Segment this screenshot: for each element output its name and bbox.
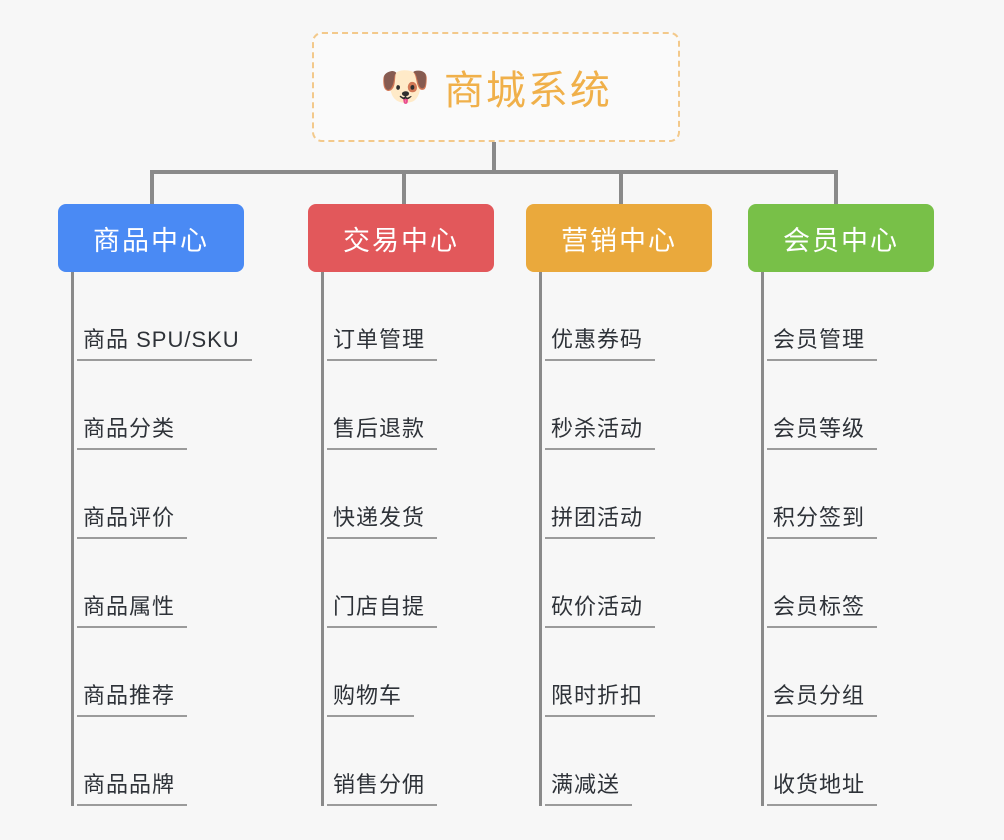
list-item[interactable]: 优惠券码: [539, 272, 712, 361]
branch-connector-trade-center: [402, 170, 406, 206]
category-label: 会员中心: [783, 225, 899, 256]
list-item-label: 售后退款: [327, 411, 438, 450]
leaf-spine: [321, 272, 324, 806]
list-item-label: 收货地址: [767, 767, 878, 806]
category-header-marketing-center[interactable]: 营销中心: [526, 204, 712, 272]
list-item-label: 商品评价: [77, 500, 188, 539]
list-item-label: 商品属性: [77, 589, 188, 628]
list-item-label: 拼团活动: [545, 500, 656, 539]
root-node[interactable]: 🐶 商城系统: [312, 32, 680, 142]
branch-connector-product-center: [150, 170, 154, 206]
list-item[interactable]: 会员标签: [761, 539, 934, 628]
list-item-label: 满减送: [545, 767, 633, 806]
list-item[interactable]: 商品 SPU/SKU: [71, 272, 252, 361]
column-trade-center: 交易中心 订单管理 售后退款 快递发货 门店自提 购物车 销售分佣: [308, 204, 494, 806]
list-item-label: 商品品牌: [77, 767, 188, 806]
list-item-label: 会员标签: [767, 589, 878, 628]
category-label: 交易中心: [343, 225, 459, 256]
list-item[interactable]: 订单管理: [321, 272, 494, 361]
list-item-label: 会员管理: [767, 322, 878, 361]
list-item-label: 商品 SPU/SKU: [77, 322, 252, 361]
list-item-label: 门店自提: [327, 589, 438, 628]
list-item[interactable]: 会员等级: [761, 361, 934, 450]
list-item[interactable]: 商品属性: [71, 539, 244, 628]
list-item-label: 订单管理: [327, 322, 438, 361]
list-item-label: 购物车: [327, 678, 415, 717]
leaf-list-member-center: 会员管理 会员等级 积分签到 会员标签 会员分组 收货地址: [748, 272, 934, 806]
leaf-list-trade-center: 订单管理 售后退款 快递发货 门店自提 购物车 销售分佣: [308, 272, 494, 806]
list-item-label: 商品推荐: [77, 678, 188, 717]
list-item[interactable]: 商品评价: [71, 450, 244, 539]
list-item-label: 快递发货: [327, 500, 438, 539]
list-item[interactable]: 商品品牌: [71, 717, 244, 806]
list-item[interactable]: 会员分组: [761, 628, 934, 717]
list-item[interactable]: 秒杀活动: [539, 361, 712, 450]
column-marketing-center: 营销中心 优惠券码 秒杀活动 拼团活动 砍价活动 限时折扣 满减送: [526, 204, 712, 806]
list-item[interactable]: 满减送: [539, 717, 712, 806]
list-item[interactable]: 会员管理: [761, 272, 934, 361]
list-item-label: 砍价活动: [545, 589, 656, 628]
root-stem-connector: [492, 142, 496, 174]
category-header-member-center[interactable]: 会员中心: [748, 204, 934, 272]
list-item[interactable]: 售后退款: [321, 361, 494, 450]
list-item[interactable]: 购物车: [321, 628, 494, 717]
list-item-label: 限时折扣: [545, 678, 656, 717]
list-item-label: 销售分佣: [327, 767, 438, 806]
leaf-spine: [539, 272, 542, 806]
horizontal-bus-connector: [150, 170, 838, 174]
leaf-spine: [761, 272, 764, 806]
list-item[interactable]: 积分签到: [761, 450, 934, 539]
list-item-label: 优惠券码: [545, 322, 656, 361]
list-item[interactable]: 拼团活动: [539, 450, 712, 539]
dog-face-icon: 🐶: [380, 65, 430, 109]
category-label: 营销中心: [561, 225, 677, 256]
branch-connector-member-center: [834, 170, 838, 206]
branch-connector-marketing-center: [619, 170, 623, 206]
list-item-label: 积分签到: [767, 500, 878, 539]
list-item[interactable]: 销售分佣: [321, 717, 494, 806]
column-member-center: 会员中心 会员管理 会员等级 积分签到 会员标签 会员分组 收货地址: [748, 204, 934, 806]
category-label: 商品中心: [93, 225, 209, 256]
category-header-product-center[interactable]: 商品中心: [58, 204, 244, 272]
list-item-label: 秒杀活动: [545, 411, 656, 450]
list-item[interactable]: 商品推荐: [71, 628, 244, 717]
column-product-center: 商品中心 商品 SPU/SKU 商品分类 商品评价 商品属性 商品推荐 商品品牌: [58, 204, 252, 806]
list-item[interactable]: 限时折扣: [539, 628, 712, 717]
root-title: 商城系统: [443, 69, 612, 113]
category-header-trade-center[interactable]: 交易中心: [308, 204, 494, 272]
leaf-list-marketing-center: 优惠券码 秒杀活动 拼团活动 砍价活动 限时折扣 满减送: [526, 272, 712, 806]
list-item-label: 商品分类: [77, 411, 188, 450]
list-item-label: 会员分组: [767, 678, 878, 717]
list-item[interactable]: 门店自提: [321, 539, 494, 628]
list-item[interactable]: 快递发货: [321, 450, 494, 539]
list-item[interactable]: 收货地址: [761, 717, 934, 806]
list-item[interactable]: 砍价活动: [539, 539, 712, 628]
list-item[interactable]: 商品分类: [71, 361, 244, 450]
leaf-spine: [71, 272, 74, 806]
list-item-label: 会员等级: [767, 411, 878, 450]
leaf-list-product-center: 商品 SPU/SKU 商品分类 商品评价 商品属性 商品推荐 商品品牌: [58, 272, 252, 806]
